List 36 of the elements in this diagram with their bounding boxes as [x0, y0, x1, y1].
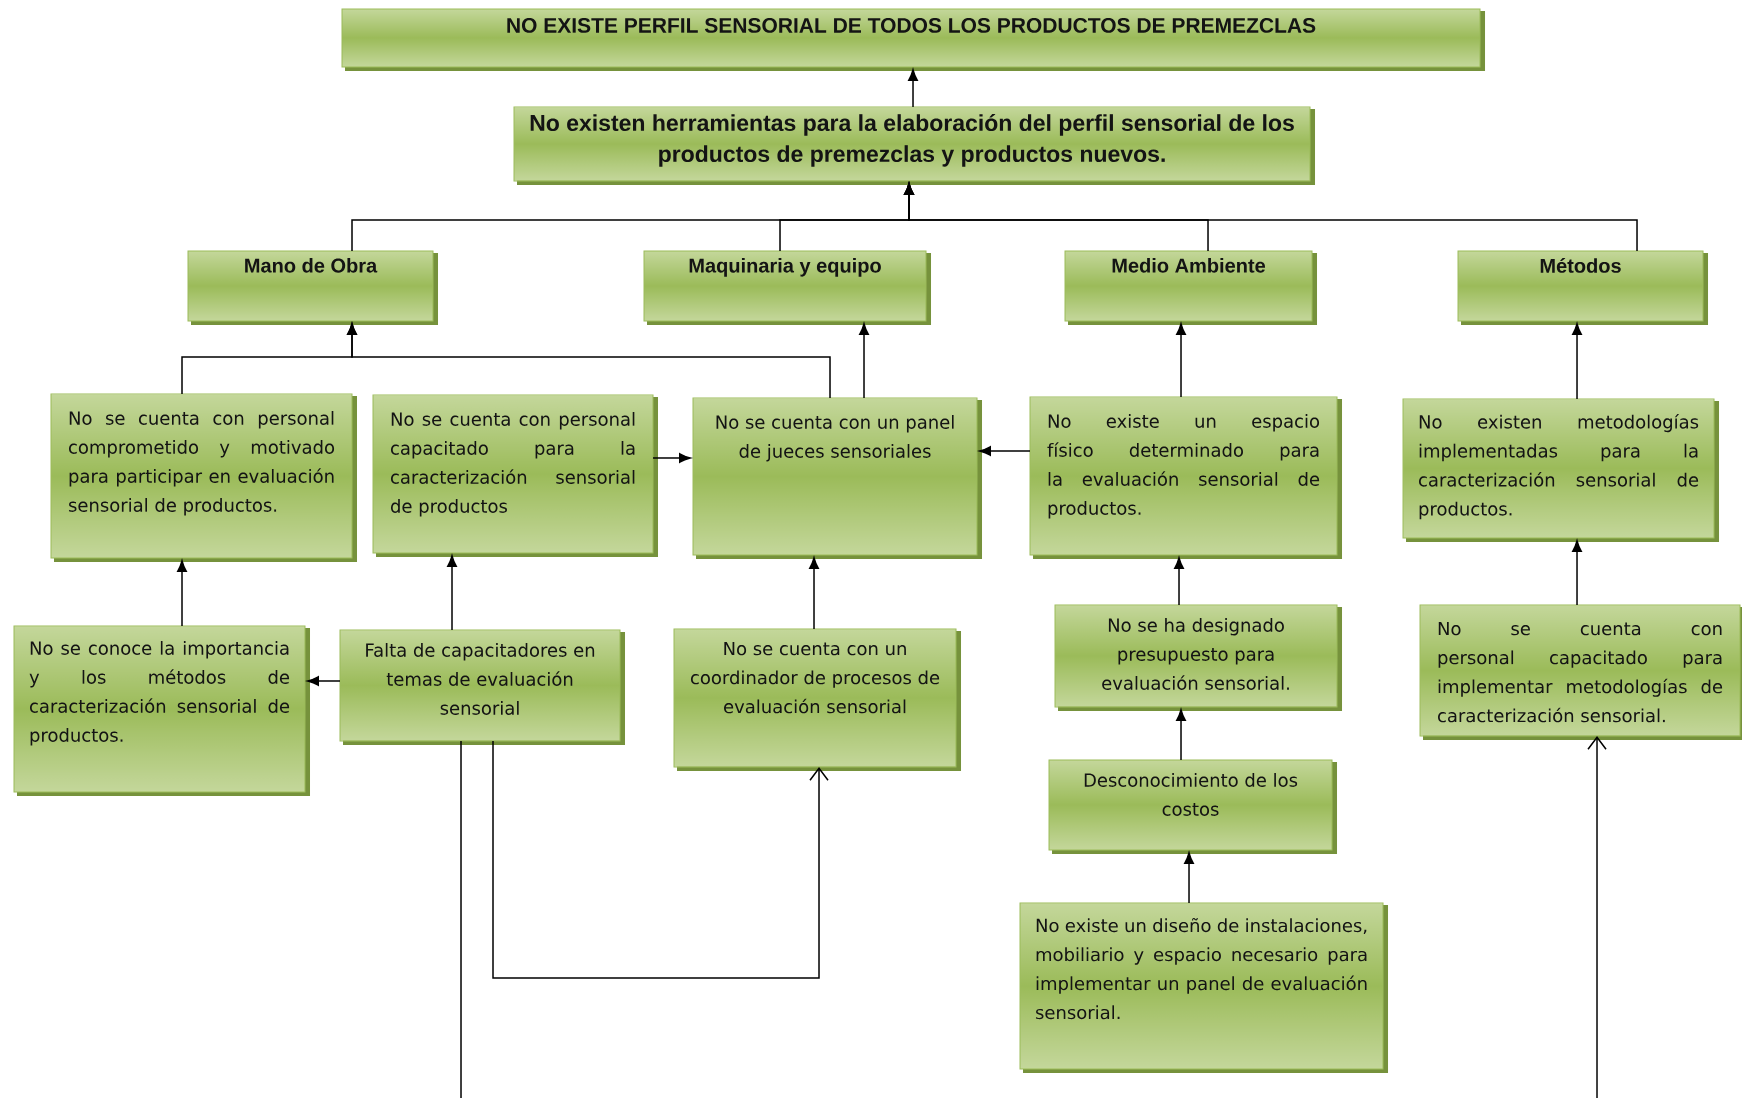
arrow — [904, 183, 1638, 252]
cause-box: No se cuenta con personal capacitado para la caracterización sensorial de productos — [372, 394, 658, 557]
arrow — [1587, 736, 1607, 1098]
arrow — [447, 555, 457, 631]
cause-box: No se conoce la importancia y los métodos de caracterización sensorial de productos. — [13, 625, 310, 796]
arrow — [652, 453, 691, 463]
category-box: Métodos — [1457, 250, 1708, 325]
arrow — [1176, 323, 1186, 398]
arrow — [1572, 323, 1582, 400]
cause-box: No existen metodologías implementadas para la caracterización sensorial de productos. — [1402, 398, 1719, 542]
arrow — [979, 446, 1031, 456]
cause-box: No existe un diseño de instalaciones, mobiliario y espacio necesario para implementar un panel de evaluación sensorial. — [1019, 902, 1388, 1073]
arrow — [908, 69, 918, 108]
title-box: NO EXISTE PERFIL SENSORIAL DE TODOS LOS PRODUCTOS DE PREMEZCLAS — [341, 8, 1485, 71]
cause-box: No se cuenta con un coordinador de procesos de evaluación sensorial — [673, 628, 961, 771]
arrow — [809, 557, 819, 630]
arrow — [492, 740, 829, 979]
arrow — [1176, 709, 1186, 761]
cause-box: No se ha designado presupuesto para evaluación sensorial. — [1054, 604, 1342, 711]
arrow — [177, 560, 187, 627]
arrow — [1174, 557, 1184, 606]
cause-box: No se cuenta con personal comprometido y motivado para participar en evaluación sensorial de productos. — [50, 393, 357, 562]
problem-box: No existen herramientas para la elaboración del perfil sensorial de los productos de premezclas y productos nuevos. — [513, 106, 1315, 185]
cause-box: No se cuenta con personal capacitado para implementar metodologías de caracterización sensorial. — [1419, 604, 1742, 740]
cause-box: Desconocimiento de los costos — [1048, 759, 1337, 854]
arrow — [1184, 852, 1194, 904]
category-box: Maquinaria y equipo — [643, 250, 931, 325]
category-box: Medio Ambiente — [1064, 250, 1317, 325]
cause-box: Falta de capacitadores en temas de evaluación sensorial — [339, 629, 625, 745]
cause-box: No existe un espacio físico determinado para la evaluación sensorial de productos. — [1029, 396, 1342, 559]
arrow — [1572, 540, 1582, 606]
cause-box: No se cuenta con un panel de jueces sensoriales — [692, 397, 982, 559]
arrow — [307, 676, 341, 686]
arrow — [347, 323, 831, 399]
category-box: Mano de Obra — [187, 250, 438, 325]
arrow — [859, 323, 869, 399]
